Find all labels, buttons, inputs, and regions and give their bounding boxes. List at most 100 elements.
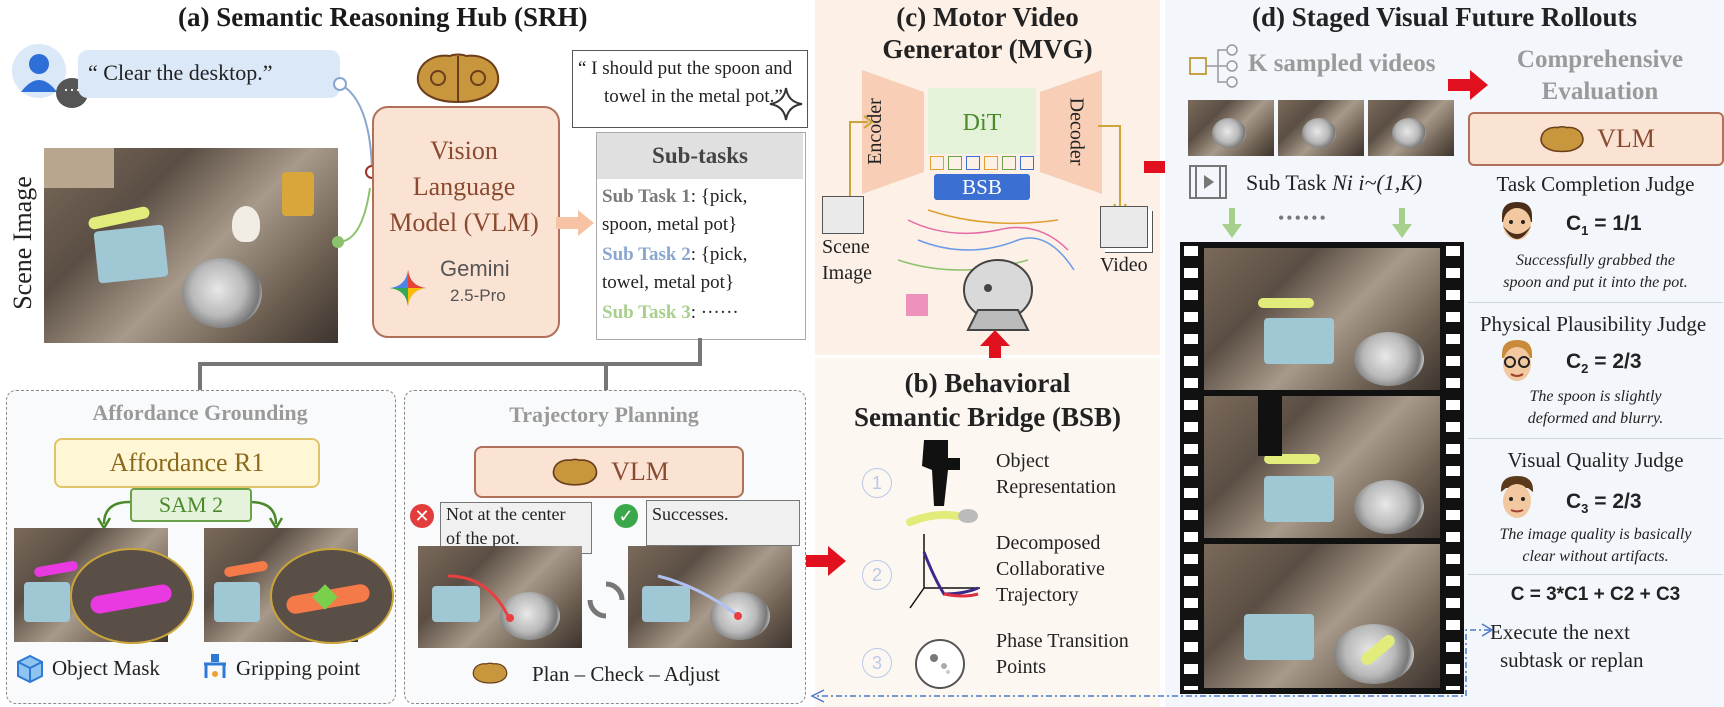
brain-icon [416, 53, 500, 104]
rollout-frame-1 [1204, 248, 1440, 390]
brain-icon-small [552, 458, 598, 486]
gripper-icon [204, 654, 226, 678]
subtask-2: Sub Task 2: {pick, [602, 244, 748, 265]
total-score-formula: C = 3*C1 + C2 + C3 [1510, 584, 1681, 605]
judge-3-name: Visual Quality Judge [1507, 448, 1684, 472]
affordance-title: Affordance Grounding [92, 400, 308, 425]
sampling-tree-icon [1189, 44, 1238, 88]
panel-c-title-line1: (c) Motor Video [896, 2, 1079, 32]
bsb-item-2-line3: Trajectory [996, 584, 1079, 606]
thought-box [572, 50, 808, 128]
scene-to-encoder-arrow [849, 115, 874, 210]
object-mask-label: Object Mask [52, 656, 160, 680]
rollout-frame-3 [1204, 544, 1440, 688]
judge-2-name: Physical Plausibility Judge [1479, 312, 1707, 336]
thought-line1: “ I should put the spoon and [578, 58, 793, 79]
panel-b-title-line2: Semantic Bridge (BSB) [854, 402, 1121, 432]
cycle-icon [587, 581, 625, 619]
subtask-sampling-label: Sub Task Ni i~(1,K) [1246, 170, 1423, 195]
replan-feedback-arrow [810, 623, 1494, 703]
panel-a-title: (a) Semantic Reasoning Hub (SRH) [178, 2, 588, 32]
affordance-r1-label: Affordance R1 [109, 448, 265, 477]
evaluation-vlm-box: VLM [1468, 112, 1724, 166]
scene-image-thumb [822, 196, 864, 234]
subtask-2-line2: towel, metal pot} [602, 272, 735, 293]
instruction-text: “ Clear the desktop.” [88, 60, 273, 85]
evaluation-title-line2: Evaluation [1541, 78, 1659, 105]
object-representation-icon [906, 440, 978, 526]
instruction-bubble [78, 50, 340, 98]
scene-label-line1: Scene [822, 236, 870, 258]
sam-arrows [96, 500, 284, 528]
arrow-a-to-b [806, 546, 846, 576]
subtask-3: Sub Task 3: ······ [602, 302, 739, 323]
connector-lines [332, 77, 379, 248]
bsb-item-3-line2: Points [996, 656, 1047, 678]
judge-separator-2 [1468, 438, 1723, 439]
next-step-line2: subtask or replan [1500, 648, 1644, 672]
bsb-item-2-number: 2 [862, 560, 892, 590]
successful-trajectory-image [628, 546, 792, 648]
judge-1-score: C1 = 1/1 [1566, 212, 1642, 239]
scene-image [44, 148, 338, 343]
video-stack-icon [1100, 206, 1148, 248]
plan-check-adjust: Plan – Check – Adjust [532, 662, 720, 686]
video-sample-2 [1278, 100, 1364, 156]
judge-1-note-line1: Successfully grabbed the [1515, 252, 1676, 269]
judge-separator-3 [1468, 574, 1723, 575]
bsb-item-2-line2: Collaborative [996, 558, 1105, 580]
decoder-to-video-arrow [1098, 125, 1127, 216]
sparkle-icon [769, 87, 803, 121]
bsb-item-1-line2: Representation [996, 476, 1116, 498]
gemini-icon [390, 270, 426, 306]
arrow-to-evaluation [1448, 70, 1488, 100]
video-sample-3 [1368, 100, 1454, 156]
affordance-r1-box: Affordance R1 [54, 438, 320, 488]
trajectory-axes-icon [909, 534, 980, 609]
video-sample-1 [1188, 100, 1274, 156]
panel-c-title-line2: Generator (MVG) [882, 34, 1093, 64]
gemini-version: 2.5-Pro [450, 286, 506, 305]
evaluation-title-line1: Comprehensive [1516, 46, 1684, 73]
robot-illustration [897, 209, 1075, 331]
cube-icon [17, 654, 43, 684]
vlm-label-line1: Vision [430, 136, 498, 165]
subtasks-title: Sub-tasks [652, 143, 748, 168]
subtask-1: Sub Task 1: {pick, [602, 186, 748, 207]
gemini-name: Gemini [440, 256, 510, 281]
dit-block [928, 88, 1036, 154]
scene-image-label: Scene Image [8, 176, 37, 310]
success-note-box [646, 500, 800, 546]
glasses-man-icon [1502, 340, 1532, 381]
judge-3-score: C3 = 2/3 [1566, 490, 1642, 517]
judge-2-note-line2: deformed and blurry. [1527, 410, 1664, 427]
dots-separator: •••••• [1278, 208, 1328, 228]
judge-separator-1 [1468, 302, 1723, 303]
judge-1-note-line2: spoon and put it into the pot. [1503, 274, 1688, 291]
fail-note-line1: Not at the center [446, 504, 566, 524]
arrow-vlm-to-subtasks [556, 210, 594, 236]
judge-1-name: Task Completion Judge [1496, 172, 1695, 196]
panel-b-title-line1: (b) Behavioral [904, 368, 1071, 398]
sam2-label: SAM 2 [158, 492, 224, 517]
down-arrow-2 [1392, 208, 1412, 238]
gripping-point-label: Gripping point [236, 656, 361, 680]
panel-d-title: (d) Staged Visual Future Rollouts [1251, 2, 1638, 32]
success-icon: ✓ [614, 504, 638, 528]
k-sampled-videos-label: K sampled videos [1248, 50, 1436, 77]
bsb-item-1-number: 1 [862, 468, 892, 498]
bearded-man-icon [1502, 202, 1532, 240]
young-man-icon [1500, 476, 1534, 518]
thought-line2: towel in the metal pot.” [604, 86, 783, 107]
decoder-shape [1040, 70, 1102, 194]
success-note: Successes. [652, 504, 729, 524]
fail-icon: ✕ [410, 504, 434, 528]
vlm-label-line3: Model (VLM) [389, 208, 539, 237]
judge-3-note-line1: The image quality is basically [1499, 526, 1692, 543]
bsb-item-2-line1: Decomposed [996, 532, 1101, 554]
gripping-point-zoom [270, 548, 394, 644]
bsb-item-1-line1: Object [996, 450, 1050, 472]
bsb-item-3-number: 3 [862, 648, 892, 678]
decoder-label: Decoder [1065, 97, 1088, 166]
next-step-line1: Execute the next [1490, 620, 1630, 644]
